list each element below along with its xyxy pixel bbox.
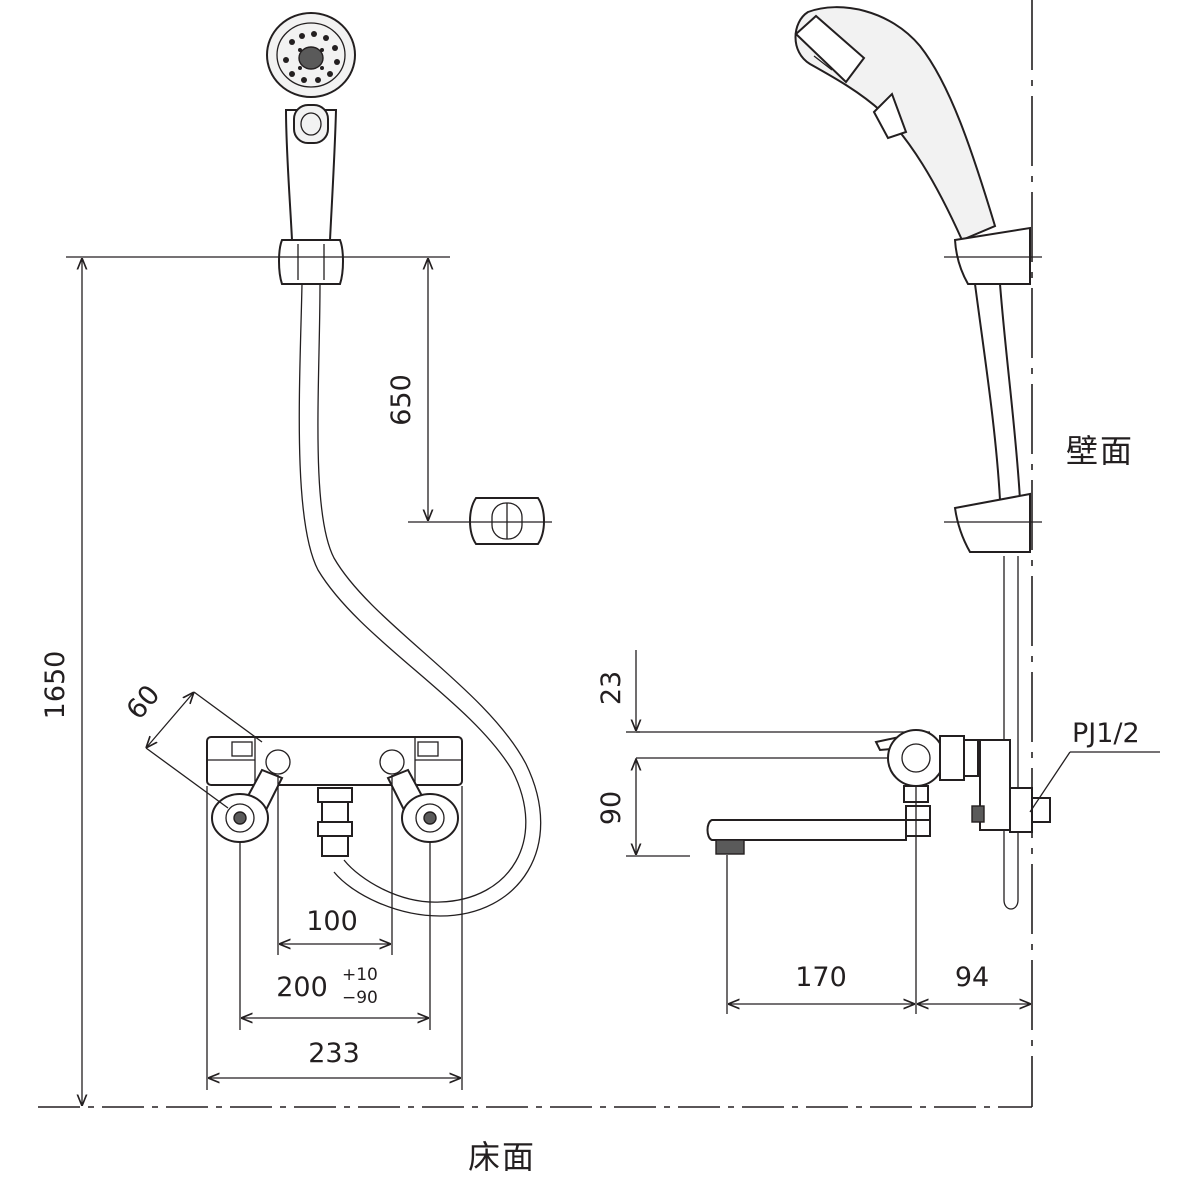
shower-head-front <box>266 12 356 241</box>
shower-head-side <box>794 6 997 242</box>
thread-label: PJ1/2 <box>1072 718 1140 749</box>
dim-100-text: 100 <box>306 906 358 937</box>
dim-94-text: 94 <box>955 962 989 993</box>
side-extension-lines <box>726 786 917 1014</box>
dim-233-text: 233 <box>308 1038 360 1069</box>
upper-holder-side <box>944 226 1042 285</box>
dimension-spout-drop: 90 <box>596 759 690 857</box>
lower-holder-front <box>469 497 552 545</box>
floor-label: 床面 <box>468 1138 536 1176</box>
dimension-wall-offset: 94 <box>917 962 1031 1004</box>
mixer-body-front <box>206 736 463 857</box>
dim-23-text: 23 <box>596 671 627 705</box>
side-view: PJ1/2 23 90 170 94 <box>596 6 1160 1014</box>
dimension-total-height: 1650 <box>40 256 450 1106</box>
front-extension-lines <box>206 775 463 1090</box>
dim-1650-text: 1650 <box>40 651 71 720</box>
thread-callout: PJ1/2 <box>1029 718 1160 813</box>
dim-200-tol-minus: −90 <box>342 988 378 1008</box>
mixer-body-side <box>636 729 1051 855</box>
dimension-mount-spacing: 200 +10 −90 <box>241 965 429 1018</box>
dim-200-text: 200 <box>276 972 328 1003</box>
wall-label: 壁面 <box>1066 432 1134 470</box>
dimension-upper-offset: 23 <box>596 650 640 759</box>
front-view: 1650 650 60 100 <box>40 12 552 1106</box>
dimension-spout-reach: 170 <box>728 962 915 1004</box>
upper-holder-front <box>278 239 344 285</box>
dimension-slide-range: 650 <box>386 258 470 523</box>
hose <box>298 283 542 917</box>
dim-60-text: 60 <box>121 679 167 725</box>
dim-650-text: 650 <box>386 374 417 426</box>
dim-200-tol-plus: +10 <box>342 965 378 985</box>
lower-holder-side <box>944 492 1042 553</box>
dimension-inner-spacing: 100 <box>279 906 391 944</box>
dimension-body-width: 233 <box>208 1038 461 1078</box>
dim-90-text: 90 <box>596 791 627 825</box>
dim-170-text: 170 <box>795 962 847 993</box>
